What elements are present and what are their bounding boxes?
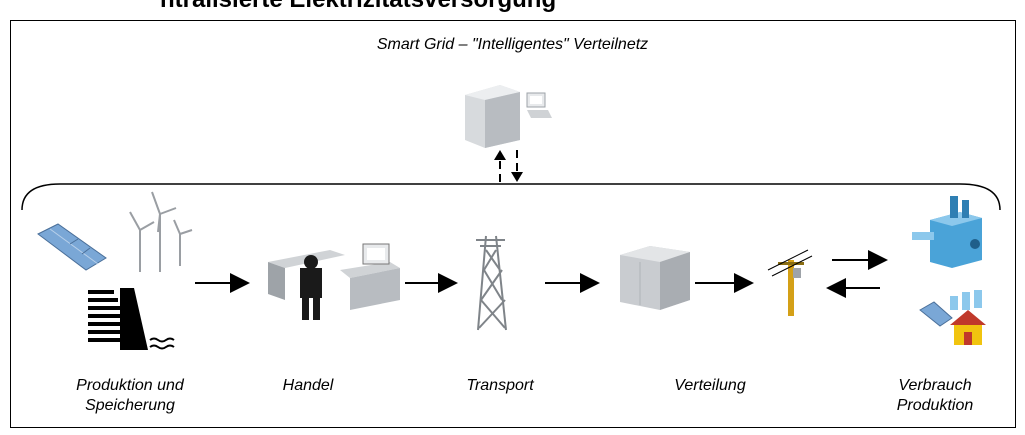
factory-icon — [912, 196, 982, 268]
header-strip: ntralisierte Elektrizitätsversorgung — [0, 0, 1025, 20]
control-center-icon — [465, 85, 552, 148]
stage-label-transport: Transport — [440, 376, 560, 396]
stage-label-line: Verbrauch — [898, 377, 972, 394]
trading-desk-icon — [268, 243, 400, 320]
stage-label-line: Handel — [282, 377, 334, 394]
stage-label-line: Transport — [466, 377, 534, 394]
stage-label-line: Verteilung — [674, 377, 746, 394]
diagram-frame — [10, 20, 1016, 428]
diagram-title: Smart Grid – "Intelligentes" Verteilnetz — [376, 36, 649, 53]
stage-label-trading: Handel — [258, 376, 358, 396]
stage-label-line: Produktion — [896, 397, 974, 414]
solar-panel-icon — [37, 223, 107, 271]
stage-label-line: Speicherung — [85, 397, 175, 414]
stage-label-line: Produktion und — [76, 377, 184, 394]
wind-turbine-icon — [129, 191, 193, 272]
control-link-arrows — [494, 150, 523, 182]
stage-label-consumption: Verbrauch Produktion — [870, 376, 1000, 416]
distribution-pole-icon — [767, 249, 813, 316]
grid-brace — [21, 183, 1001, 211]
hydro-dam-icon — [88, 288, 175, 350]
substation-icon — [620, 246, 690, 310]
header-text: ntralisierte Elektrizitätsversorgung — [160, 0, 556, 14]
stage-label-production: Produktion und Speicherung — [40, 376, 220, 416]
stage-label-distribution: Verteilung — [650, 376, 770, 396]
house-with-solar-icon — [919, 290, 986, 345]
transmission-tower-icon — [476, 235, 507, 331]
